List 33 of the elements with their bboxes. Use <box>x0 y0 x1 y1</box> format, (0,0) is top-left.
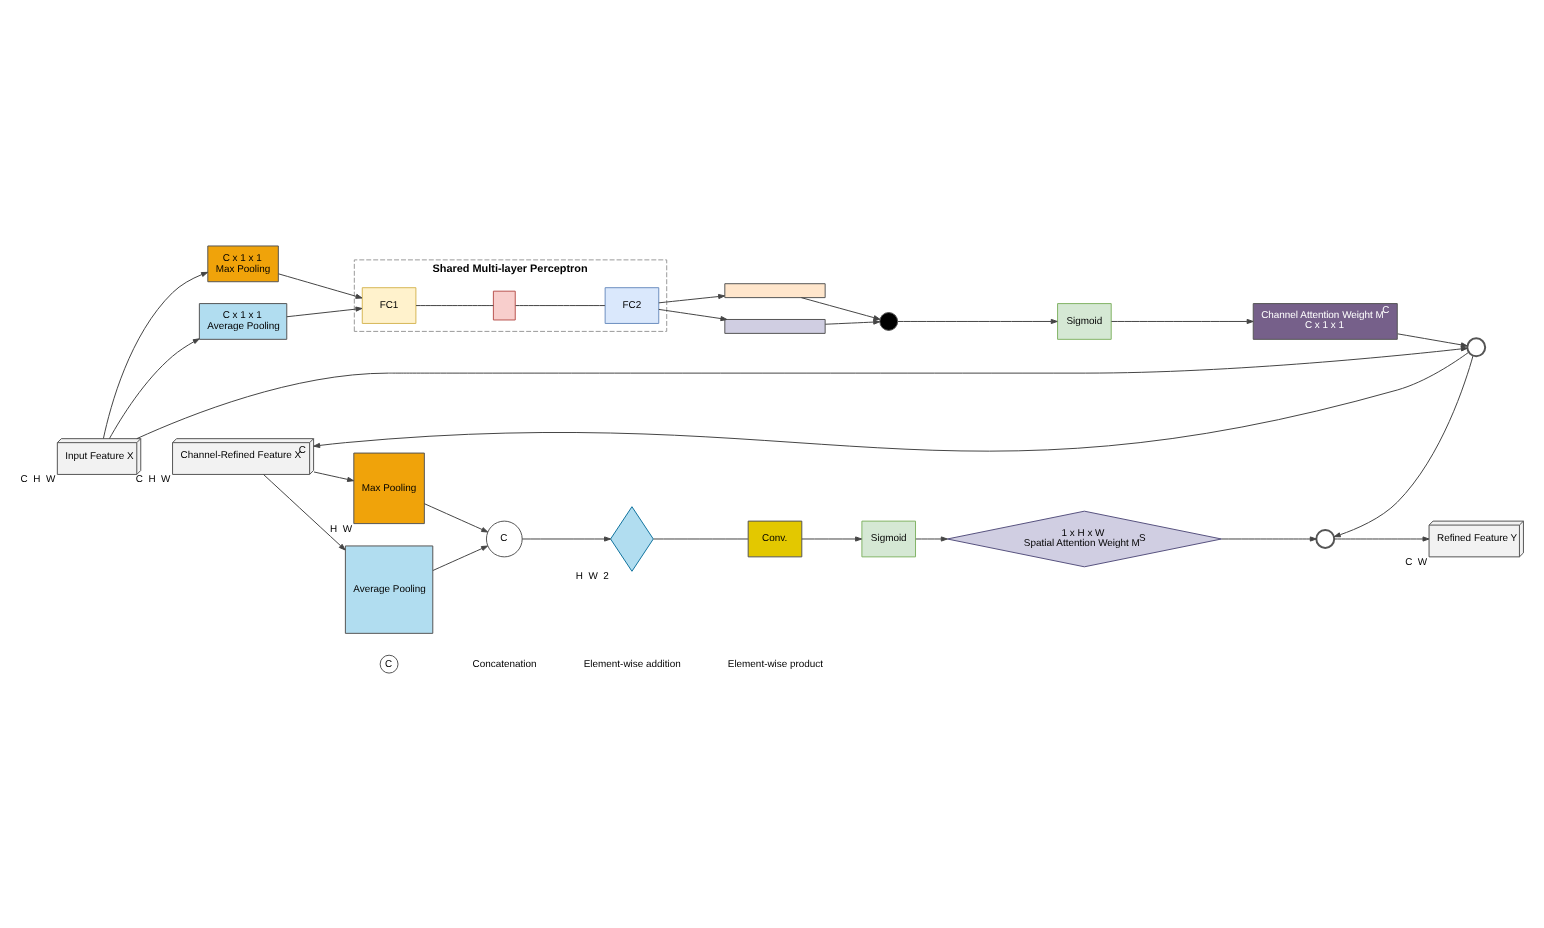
arrow <box>897 318 1058 325</box>
arrow <box>1110 318 1254 325</box>
connector <box>415 305 494 307</box>
connector <box>515 305 606 307</box>
node-circle <box>1315 529 1336 549</box>
arrow <box>313 471 355 482</box>
arrow <box>1221 536 1317 542</box>
arrow <box>915 536 948 542</box>
arrow <box>432 545 489 571</box>
arrow <box>423 503 489 533</box>
arrow <box>313 351 1469 452</box>
arrow <box>136 346 1468 440</box>
arrow <box>801 536 863 542</box>
arrow <box>658 308 728 322</box>
arrow <box>658 293 726 304</box>
arrow <box>800 297 881 321</box>
arrow <box>108 338 200 440</box>
arrow <box>521 536 612 542</box>
node-circle <box>1466 337 1487 358</box>
arrow <box>824 319 881 325</box>
arrow <box>263 474 346 551</box>
node-bar <box>724 319 826 334</box>
arrow <box>1333 536 1430 542</box>
node-circle <box>879 312 899 331</box>
arrow <box>278 273 363 299</box>
node-box <box>492 290 516 321</box>
node-bar <box>724 283 826 299</box>
connector <box>652 538 749 540</box>
arrow <box>1333 355 1474 538</box>
arrow <box>102 271 209 439</box>
node-diamond <box>610 506 654 572</box>
arrow <box>286 306 363 318</box>
arrow <box>1397 333 1468 348</box>
